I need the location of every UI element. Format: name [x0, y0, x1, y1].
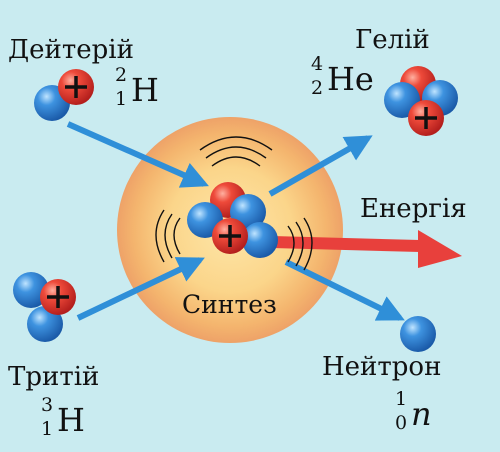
plus-icon [47, 286, 69, 308]
plus-icon [65, 76, 87, 98]
notation-helium: 4 2 He [308, 55, 382, 101]
charge-number: 1 [115, 88, 128, 110]
neutron-ball [27, 306, 63, 342]
motion-arcs [155, 136, 313, 271]
charge-number: 1 [41, 418, 54, 440]
deuterium-nucleus [34, 69, 94, 121]
tritium-nucleus [13, 272, 76, 342]
notation-neutron: 1 0 n [392, 390, 442, 440]
arrow-deuterium-in [66, 121, 209, 188]
arrow-tritium-in [76, 257, 205, 321]
arrow-neutron-out [284, 259, 405, 321]
free-neutron [400, 316, 436, 352]
element-symbol: H [131, 71, 159, 109]
fusion-nucleus [187, 182, 278, 258]
label-helium: Гелій [355, 25, 430, 55]
charge-number: 0 [395, 412, 408, 434]
mass-number: 3 [41, 394, 54, 416]
mass-number: 1 [395, 388, 408, 410]
mass-number: 2 [115, 64, 128, 86]
notation-deuterium: 2 1 H [112, 66, 162, 112]
label-energy: Енергія [360, 194, 467, 224]
plus-icon [219, 225, 241, 247]
element-symbol: n [411, 395, 432, 433]
label-neutron: Нейтрон [322, 352, 442, 382]
neutron-ball [13, 272, 49, 308]
label-deuterium: Дейтерій [8, 35, 134, 65]
helium-nucleus [384, 66, 458, 136]
arrow-helium-out [268, 135, 373, 197]
charge-number: 2 [311, 77, 324, 99]
neutron-ball [242, 222, 278, 258]
element-symbol: He [327, 60, 374, 98]
element-symbol: H [57, 401, 85, 439]
mass-number: 4 [311, 53, 324, 75]
plus-icon [415, 107, 437, 129]
notation-tritium: 3 1 H [38, 396, 88, 442]
label-tritium: Тритій [8, 362, 100, 392]
label-fusion: Синтез [182, 290, 277, 319]
energy-arrow [272, 230, 462, 268]
